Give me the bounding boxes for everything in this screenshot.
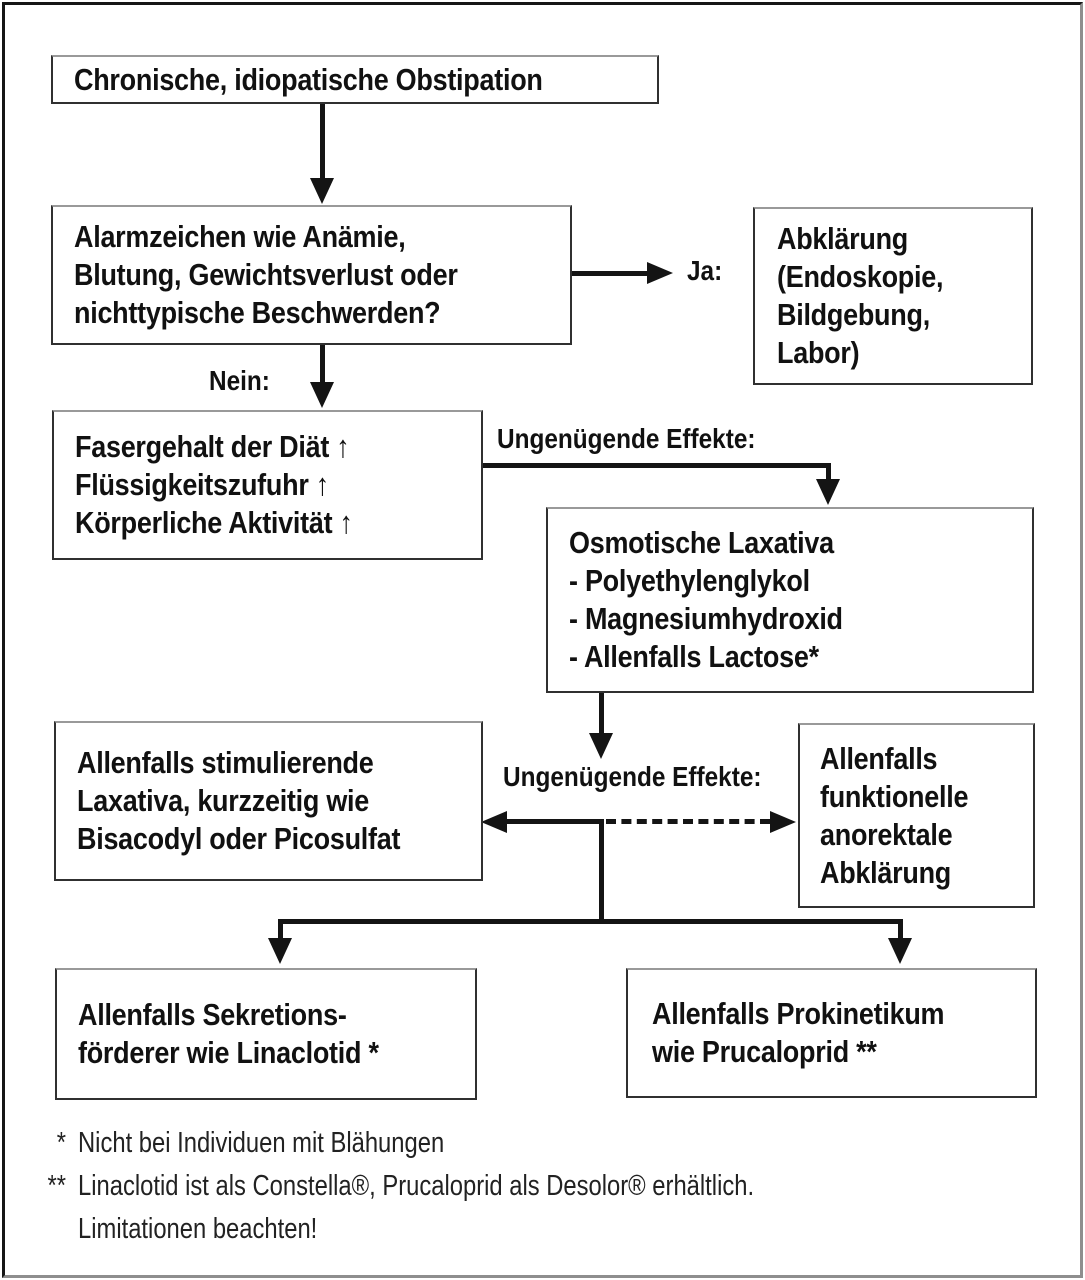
footnote-3: Limitationen beachten!	[36, 1208, 903, 1251]
box-alarmzeichen: Alarmzeichen wie Anämie, Blutung, Gewich…	[51, 205, 572, 345]
box-osmotische-line-1: Osmotische Laxativa	[569, 525, 834, 560]
box-anorektal-line-1: Allenfalls	[820, 740, 938, 776]
label-nein: Nein:	[209, 365, 270, 396]
box-abklaerung: Abklärung (Endoskopie, Bildgebung, Labor…	[753, 207, 1033, 385]
box-abklaerung-line-1: Abklärung	[777, 221, 909, 256]
label-ungenuegende-effekte-1: Ungenügende Effekte:	[497, 423, 756, 454]
footnote-3-text: Limitationen beachten!	[78, 1213, 318, 1245]
box-anorektal-line-3: anorektale	[820, 816, 953, 852]
box-fasergehalt-line-2: Flüssigkeitszufuhr ↑	[75, 467, 330, 502]
footnote-2-text: Linaclotid ist als Constella®, Prucalopr…	[78, 1170, 755, 1202]
footnote-1-marker: *	[56, 1127, 66, 1159]
box-stimulierend-line-3: Bisacodyl oder Picosulfat	[77, 821, 401, 856]
box-chronische-line: Chronische, idiopatische Obstipation	[74, 61, 543, 97]
box-abklaerung-line-2: (Endoskopie,	[777, 259, 944, 294]
box-fasergehalt-line-1: Fasergehalt der Diät ↑	[75, 429, 350, 464]
split-left-head	[268, 938, 292, 964]
box-osmotische-laxativa: Osmotische Laxativa - Polyethylenglykol …	[546, 507, 1034, 693]
arrow-chronisch-to-alarm-line	[320, 104, 325, 178]
box-anorektal-line-4: Abklärung	[820, 854, 952, 890]
footnote-1: * Nicht bei Individuen mit Blähungen	[36, 1122, 903, 1165]
arrow-dashed-to-anorektal-line	[606, 819, 770, 824]
arrow-osmotisch-down-line	[599, 693, 604, 735]
arrow-ja-line	[572, 271, 648, 276]
box-prokinetikum-line-2: wie Prucaloprid **	[652, 1034, 877, 1069]
arrow-faser-to-osmotisch-vline	[826, 463, 831, 481]
box-anorektal-line-2: funktionelle	[820, 778, 969, 814]
arrow-nein-head	[310, 382, 334, 408]
arrow-osmotisch-down-head	[589, 733, 613, 759]
box-abklaerung-line-4: Labor)	[777, 335, 860, 370]
footnote-2-marker: **	[47, 1170, 66, 1202]
box-sekretion-line-2: förderer wie Linaclotid *	[78, 1035, 379, 1070]
box-chronische-obstipation: Chronische, idiopatische Obstipation	[51, 55, 659, 104]
arrow-nein-line	[320, 345, 325, 383]
box-stimulierend-line-1: Allenfalls stimulierende	[77, 745, 374, 780]
box-fasergehalt-line-3: Körperliche Aktivität ↑	[75, 505, 353, 540]
box-prokinetikum: Allenfalls Prokinetikum wie Prucaloprid …	[626, 968, 1037, 1098]
arrow-faser-to-osmotisch-head	[816, 479, 840, 505]
footnotes: * Nicht bei Individuen mit Blähungen ** …	[36, 1122, 903, 1251]
arrow-chronisch-to-alarm-head	[310, 178, 334, 204]
footnote-2: ** Linaclotid ist als Constella®, Prucal…	[36, 1165, 903, 1208]
box-osmotische-line-3: - Magnesiumhydroxid	[569, 601, 843, 636]
box-alarmzeichen-line-3: nichttypische Beschwerden?	[74, 295, 441, 330]
box-osmotische-line-4: - Allenfalls Lactose*	[569, 639, 819, 674]
label-ja: Ja:	[687, 255, 723, 286]
box-sekretionsfoerderer: Allenfalls Sekretions- förderer wie Lina…	[55, 968, 477, 1100]
box-abklaerung-line-3: Bildgebung,	[777, 297, 930, 332]
box-fasergehalt: Fasergehalt der Diät ↑ Flüssigkeitszufuh…	[52, 410, 483, 560]
box-prokinetikum-line-1: Allenfalls Prokinetikum	[652, 996, 945, 1031]
arrow-to-stimulierend-line	[505, 819, 604, 824]
box-anorektale-abklaerung: Allenfalls funktionelle anorektale Abklä…	[798, 723, 1035, 908]
arrow-faser-to-osmotisch-hline	[483, 463, 831, 468]
arrow-dashed-to-anorektal-head	[770, 811, 796, 833]
box-stimulierend-line-2: Laxativa, kurzzeitig wie	[77, 783, 370, 818]
split-right-head	[888, 938, 912, 964]
box-stimulierende-laxativa: Allenfalls stimulierende Laxativa, kurzz…	[54, 721, 483, 881]
box-alarmzeichen-line-1: Alarmzeichen wie Anämie,	[74, 219, 406, 254]
arrow-ja-head	[647, 262, 673, 284]
split-left-stub	[278, 919, 283, 941]
box-sekretion-line-1: Allenfalls Sekretions-	[78, 997, 347, 1032]
arrow-to-stimulierend-head	[481, 811, 507, 833]
box-osmotische-line-2: - Polyethylenglykol	[569, 563, 810, 598]
split-hline	[278, 919, 903, 924]
box-alarmzeichen-line-2: Blutung, Gewichtsverlust oder	[74, 257, 458, 292]
split-right-stub	[898, 919, 903, 941]
footnote-1-text: Nicht bei Individuen mit Blähungen	[78, 1127, 445, 1159]
label-ungenuegende-effekte-2: Ungenügende Effekte:	[503, 761, 762, 792]
junction-vline	[599, 819, 604, 924]
